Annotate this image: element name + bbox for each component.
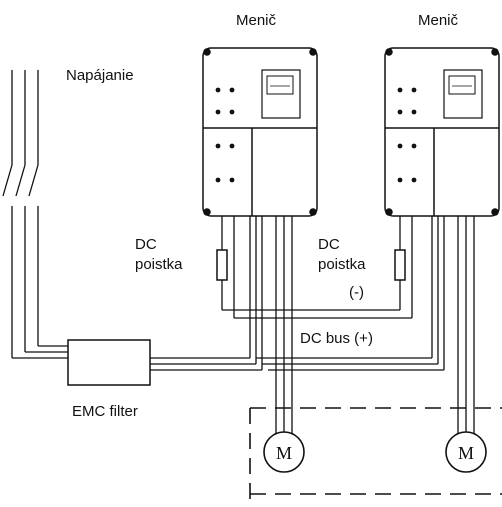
emc-filter-label: EMC filter: [72, 403, 138, 420]
dc-bus-plus-label: DC bus (+): [300, 330, 373, 347]
motor-right-symbol: M: [458, 443, 474, 463]
dc-bus-lines: [221, 216, 413, 319]
motor-left-symbol: M: [276, 443, 292, 463]
converter-left-label: Menič: [236, 12, 277, 29]
dc-fuse-left-label-line2: poistka: [135, 256, 183, 273]
dc-fuse-right-label-line1: DC: [318, 236, 340, 253]
dc-minus-label: (-): [349, 284, 364, 301]
dc-fuse-left: [216, 249, 228, 281]
motor-right: [445, 431, 487, 473]
dc-fuse-right: [394, 249, 406, 281]
motor-lines: [275, 216, 475, 440]
motor-left: [263, 431, 305, 473]
filter-output-lines: [150, 216, 445, 371]
disconnect-switch: [2, 164, 39, 197]
dc-fuse-left-label-line1: DC: [135, 236, 157, 253]
dc-fuse-right-label-line2: poistka: [318, 256, 366, 273]
inverter-left: [202, 47, 318, 217]
supply-lines: [2, 70, 68, 359]
inverter-right: [384, 47, 500, 217]
converter-right-label: Menič: [418, 12, 459, 29]
emc-filter-box: [67, 339, 151, 386]
supply-label: Napájanie: [66, 67, 134, 84]
motor-enclosure: [249, 407, 502, 502]
